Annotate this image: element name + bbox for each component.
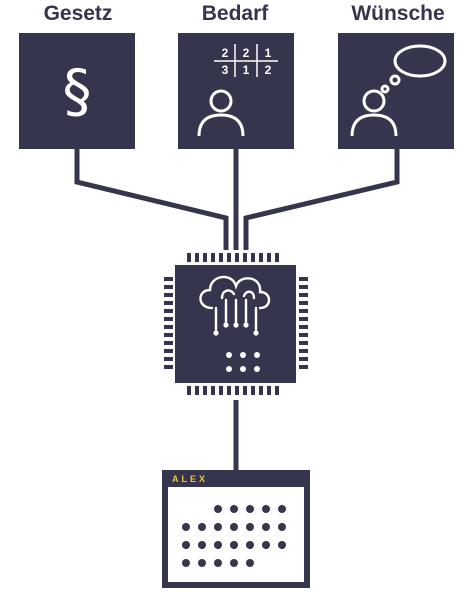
calendar-dot xyxy=(182,541,190,549)
bedarf-box: 2 2 1 3 1 2 xyxy=(178,33,294,149)
calendar-dot xyxy=(198,559,206,567)
calendar-dot xyxy=(262,505,270,513)
calendar-dot xyxy=(278,523,286,531)
calendar-dot xyxy=(230,541,238,549)
table-cell: 3 xyxy=(222,63,229,77)
label-gesetz: Gesetz xyxy=(43,2,113,25)
fraction-table: 2 2 1 3 1 2 xyxy=(214,44,278,77)
calendar-icon xyxy=(168,487,304,582)
calendar-dot xyxy=(214,559,222,567)
calendar-dot xyxy=(262,541,270,549)
calendar-dot xyxy=(214,541,222,549)
paragraph-icon: § xyxy=(62,57,92,125)
cloud-circuit-icon xyxy=(199,275,271,332)
wuensche-box xyxy=(338,33,454,149)
table-cell: 1 xyxy=(265,46,272,60)
calendar-dot xyxy=(214,505,222,513)
alex-logo: ALEX xyxy=(172,474,209,484)
calendar-dot xyxy=(214,523,222,531)
label-bedarf: Bedarf xyxy=(201,2,269,25)
calendar-dot xyxy=(246,505,254,513)
gesetz-box: § xyxy=(19,33,135,149)
person-icon xyxy=(350,89,398,137)
calendar-dot xyxy=(246,559,254,567)
calendar-dot xyxy=(278,505,286,513)
calendar-dot xyxy=(230,523,238,531)
chip-pins xyxy=(164,253,308,395)
calendar-dot xyxy=(198,523,206,531)
calendar-dot xyxy=(230,505,238,513)
calendar-dot xyxy=(230,559,238,567)
label-wuensche: Wünsche xyxy=(351,2,445,25)
calendar-dot xyxy=(246,523,254,531)
person-icon xyxy=(197,89,245,137)
wuensche-graphic xyxy=(350,44,447,137)
calendar-dot xyxy=(262,523,270,531)
thought-bubble-icon xyxy=(380,44,447,94)
table-cell: 2 xyxy=(243,46,250,60)
calendar-window: ALEX xyxy=(162,470,310,588)
table-cell: 2 xyxy=(222,46,229,60)
calendar-dot xyxy=(278,541,286,549)
table-cell: 1 xyxy=(243,63,250,77)
bedarf-graphic: 2 2 1 3 1 2 xyxy=(197,44,278,137)
calendar-dot xyxy=(198,541,206,549)
calendar-dot xyxy=(182,523,190,531)
table-cell: 2 xyxy=(265,63,272,77)
calendar-dot xyxy=(182,559,190,567)
chip-dots xyxy=(213,322,260,372)
calendar-dot xyxy=(246,541,254,549)
